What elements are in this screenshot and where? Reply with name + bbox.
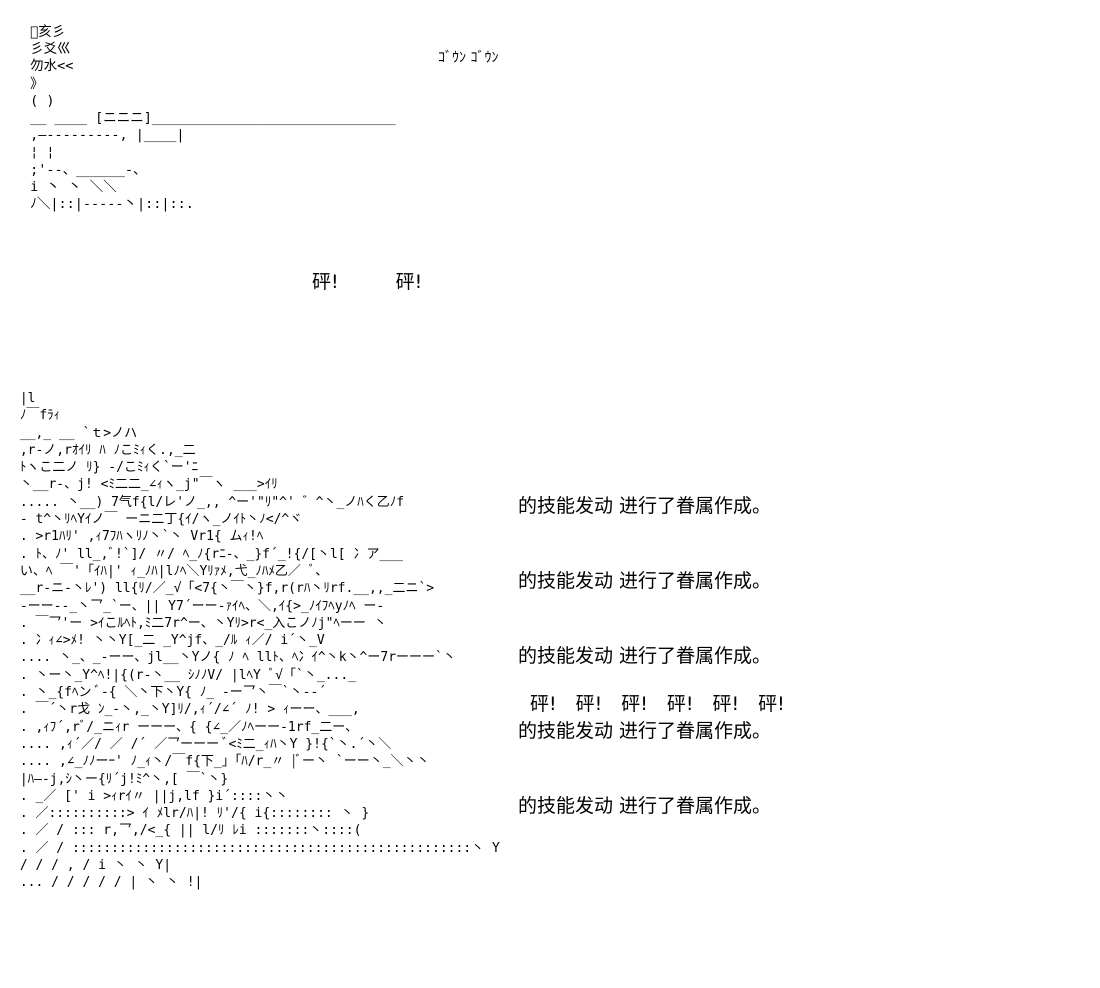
narration-line: 的技能发动 进行了眷属作成。	[518, 495, 772, 517]
narration-line: 的技能发动 进行了眷属作成。	[518, 720, 772, 742]
sound-effect-peng-row: 砰! 砰! 砰! 砰! 砰! 砰!	[530, 693, 785, 715]
narration-line: 的技能发动 进行了眷属作成。	[518, 645, 772, 667]
sound-effect-gon: ｺﾞｳﾝ ｺﾞｳﾝ	[438, 50, 499, 66]
narration-lines: 的技能发动 进行了眷属作成。 的技能发动 进行了眷属作成。 的技能发动 进行了眷…	[518, 444, 771, 844]
narration-line: 的技能发动 进行了眷属作成。	[518, 795, 772, 817]
narration-line: 的技能发动 进行了眷属作成。	[518, 570, 772, 592]
ascii-art-creature: |l ﾉ￣fﾗｨ __,_ __ `ｔ>ノハ ,r-ノ,rｵｲﾘ ﾊ ﾉこﾐｨく…	[19, 391, 500, 891]
ascii-art-top-structure: ﾞ亥彡 彡爻巛 勿水<< 》 ( ) __ ____ [ニニニ]________…	[22, 24, 396, 213]
sound-effect-peng: 砰! 砰!	[312, 271, 423, 293]
